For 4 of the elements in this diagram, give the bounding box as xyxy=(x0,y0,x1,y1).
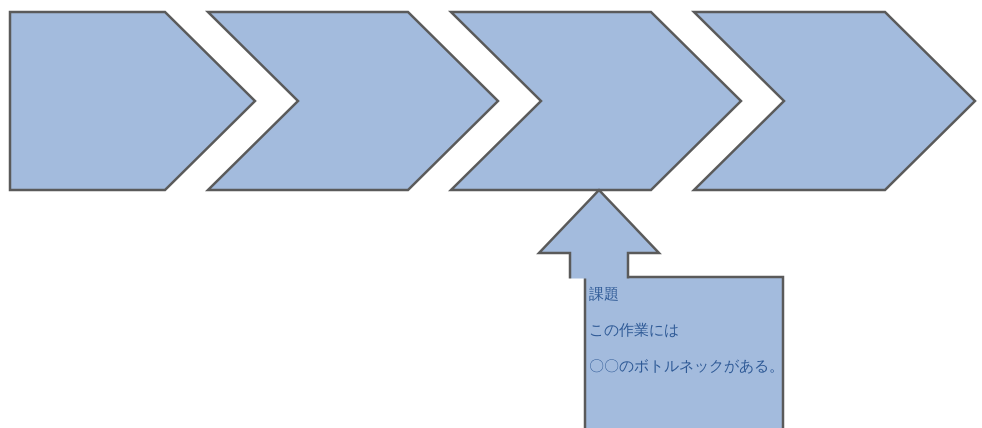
callout-text: 〇〇のボトルネックがある。 xyxy=(589,356,784,376)
callout-text: この作業には xyxy=(589,320,679,340)
block-arrow xyxy=(536,188,662,280)
callout-heading: 課題 xyxy=(589,284,619,304)
